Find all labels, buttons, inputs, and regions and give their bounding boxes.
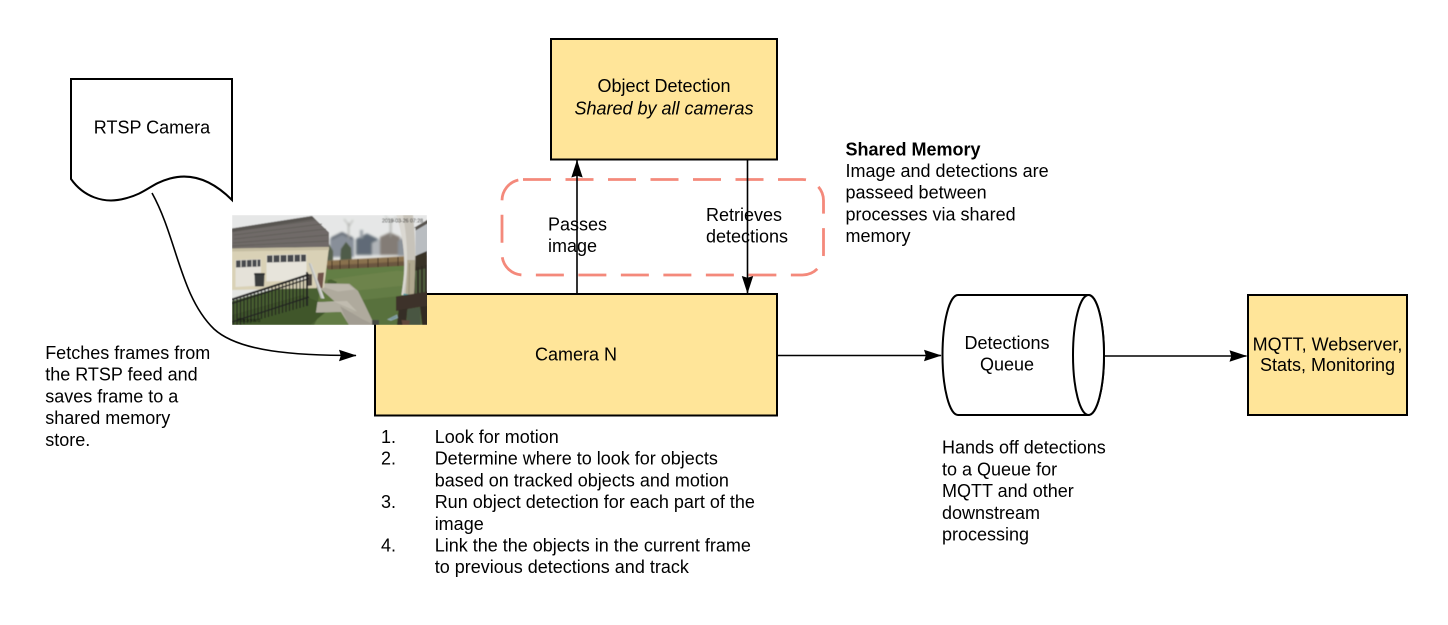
- svg-text:Camera N: Camera N: [535, 345, 617, 365]
- svg-text:saves frame to a: saves frame to a: [45, 386, 179, 406]
- svg-text:the RTSP feed and: the RTSP feed and: [45, 365, 197, 385]
- svg-text:processing: processing: [942, 525, 1029, 545]
- svg-text:Run object detection for each: Run object detection for each part of th…: [435, 492, 755, 512]
- svg-text:Object Detection: Object Detection: [597, 76, 730, 96]
- svg-text:to a Queue for: to a Queue for: [942, 459, 1057, 479]
- svg-text:detections: detections: [706, 227, 788, 247]
- svg-text:Shared by all cameras: Shared by all cameras: [574, 99, 753, 119]
- svg-text:to previous detections and tra: to previous detections and track: [435, 557, 690, 577]
- svg-text:Fetches frames from: Fetches frames from: [45, 343, 210, 363]
- svg-text:1.: 1.: [381, 427, 396, 447]
- svg-text:memory: memory: [846, 226, 911, 246]
- svg-text:RTSP Camera: RTSP Camera: [94, 118, 211, 138]
- svg-text:3.: 3.: [381, 492, 396, 512]
- svg-text:Shared Memory: Shared Memory: [846, 139, 981, 159]
- svg-text:Passes: Passes: [548, 215, 607, 235]
- svg-text:Link the the objects in the cu: Link the the objects in the current fram…: [435, 536, 751, 556]
- svg-text:MQTT, Webserver,: MQTT, Webserver,: [1253, 335, 1403, 355]
- svg-text:store.: store.: [45, 430, 90, 450]
- svg-text:Determine where to look for ob: Determine where to look for objects: [435, 449, 718, 469]
- svg-text:shared memory: shared memory: [45, 408, 170, 428]
- svg-text:Stats, Monitoring: Stats, Monitoring: [1260, 355, 1395, 375]
- svg-text:processes via shared: processes via shared: [846, 204, 1016, 224]
- svg-text:Queue: Queue: [980, 355, 1034, 375]
- svg-text:based on tracked objects and m: based on tracked objects and motion: [435, 470, 729, 490]
- svg-text:passeed between: passeed between: [846, 183, 987, 203]
- svg-text:Retrieves: Retrieves: [706, 205, 782, 225]
- svg-text:Look for motion: Look for motion: [435, 427, 559, 447]
- svg-text:Hands off detections: Hands off detections: [942, 438, 1106, 458]
- svg-text:image: image: [548, 236, 597, 256]
- svg-text:image: image: [435, 514, 484, 534]
- svg-text:MQTT and other: MQTT and other: [942, 481, 1074, 501]
- svg-text:4.: 4.: [381, 536, 396, 556]
- svg-text:2.: 2.: [381, 449, 396, 469]
- svg-text:downstream: downstream: [942, 503, 1040, 523]
- svg-text:Image and detections are: Image and detections are: [846, 161, 1049, 181]
- svg-text:Detections: Detections: [964, 333, 1049, 353]
